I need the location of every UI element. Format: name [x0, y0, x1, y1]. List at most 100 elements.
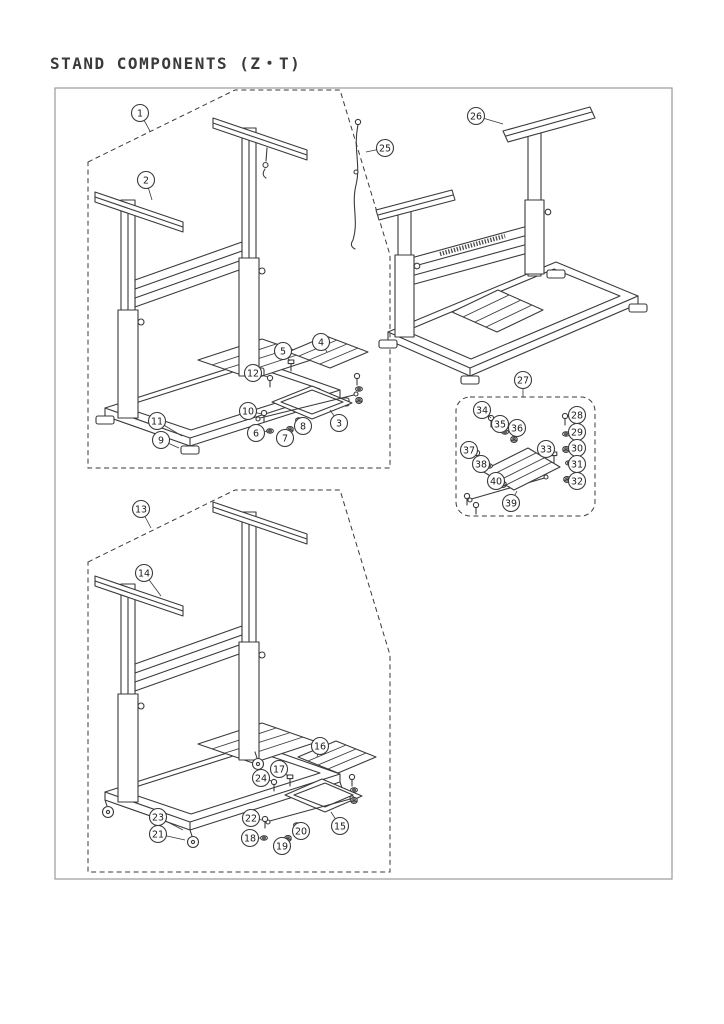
page-title: STAND COMPONENTS (Z・T) — [50, 54, 302, 73]
callout-31: 31 — [567, 454, 587, 474]
callout-14: 14 — [134, 563, 162, 597]
svg-text:31: 31 — [571, 459, 583, 470]
callout-19: 19 — [272, 836, 292, 856]
callout-25: 25 — [365, 138, 395, 158]
stand-z-boundary — [87, 89, 391, 469]
callout-17: 17 — [269, 759, 289, 779]
callout-38: 38 — [471, 454, 491, 474]
brand-plate-lettering — [439, 233, 506, 257]
callout-40: 40 — [486, 471, 506, 491]
svg-text:25: 25 — [379, 143, 391, 154]
screw-part — [353, 372, 361, 386]
pedal-hinge-rod — [255, 391, 359, 422]
callout-1: 1 — [130, 103, 151, 132]
callout-6: 6 — [246, 423, 269, 443]
callout-11: 11 — [147, 411, 183, 437]
svg-text:24: 24 — [255, 773, 267, 784]
svg-text:37: 37 — [463, 445, 475, 456]
nut-part — [355, 397, 363, 404]
pitman-rod-illustration — [350, 118, 362, 250]
callout-30: 30 — [567, 438, 587, 458]
svg-text:35: 35 — [494, 419, 506, 430]
svg-text:36: 36 — [511, 423, 523, 434]
callout-23: 23 — [148, 807, 184, 831]
washer-part — [350, 787, 358, 793]
callout-32: 32 — [567, 471, 587, 491]
callout-21: 21 — [148, 824, 186, 844]
screw-part — [348, 773, 356, 787]
screw-part — [472, 501, 480, 515]
cross-braces — [410, 225, 529, 286]
svg-text:21: 21 — [152, 829, 164, 840]
callout-29: 29 — [567, 422, 587, 442]
callout-10: 10 — [238, 401, 263, 421]
diagram-border — [54, 87, 673, 880]
callout-22: 22 — [241, 808, 263, 828]
svg-text:17: 17 — [273, 764, 285, 775]
left-leg-post — [394, 204, 421, 338]
callout-3: 3 — [329, 409, 349, 433]
callout-2: 2 — [136, 170, 156, 201]
stand-feet-pads — [378, 269, 648, 385]
assembled-stand-illustration — [375, 106, 648, 385]
svg-text:15: 15 — [334, 821, 346, 832]
pedal-kit-hinge-rod — [467, 474, 549, 503]
pedal-base-plate — [284, 778, 363, 813]
pedal-plate — [451, 289, 544, 333]
svg-text:18: 18 — [244, 833, 256, 844]
callout-34: 34 — [472, 400, 492, 420]
callout-12: 12 — [243, 363, 269, 383]
callout-26: 26 — [466, 106, 504, 126]
stand-t-illustration — [94, 501, 341, 831]
svg-text:22: 22 — [245, 813, 257, 824]
callout-9: 9 — [151, 430, 180, 450]
svg-text:33: 33 — [540, 444, 552, 455]
svg-text:7: 7 — [282, 433, 288, 444]
callout-20: 20 — [291, 821, 311, 841]
svg-text:26: 26 — [470, 111, 482, 122]
svg-text:1: 1 — [137, 108, 143, 119]
svg-text:9: 9 — [158, 435, 164, 446]
svg-text:3: 3 — [336, 418, 342, 429]
svg-text:23: 23 — [152, 812, 164, 823]
washer-part — [260, 835, 268, 841]
washer-part — [355, 386, 363, 392]
svg-text:27: 27 — [517, 375, 529, 386]
callout-18: 18 — [240, 828, 261, 848]
callout-28: 28 — [567, 405, 587, 425]
svg-text:10: 10 — [242, 406, 254, 417]
svg-text:13: 13 — [135, 504, 147, 515]
screw-part — [561, 412, 569, 426]
callout-4: 4 — [311, 332, 331, 353]
callout-16: 16 — [310, 736, 330, 758]
svg-text:29: 29 — [571, 427, 583, 438]
stand-t-boundary — [87, 489, 391, 873]
table-support-bracket — [502, 106, 596, 143]
callout-7: 7 — [275, 428, 295, 448]
svg-text:6: 6 — [253, 428, 259, 439]
chain-hook — [262, 147, 269, 179]
svg-text:12: 12 — [247, 368, 259, 379]
svg-text:40: 40 — [490, 476, 502, 487]
pedal-base-plate — [271, 385, 353, 420]
callout-15: 15 — [330, 811, 350, 836]
svg-text:4: 4 — [318, 337, 324, 348]
callout-5: 5 — [273, 341, 293, 362]
svg-text:38: 38 — [475, 459, 487, 470]
callout-13: 13 — [131, 499, 152, 529]
callout-8: 8 — [293, 416, 313, 436]
svg-text:5: 5 — [280, 346, 286, 357]
svg-text:32: 32 — [571, 476, 583, 487]
callout-24: 24 — [251, 768, 273, 788]
right-leg-post — [524, 125, 552, 277]
pedal-kit-boundary — [455, 396, 596, 517]
svg-text:8: 8 — [300, 421, 306, 432]
svg-text:30: 30 — [571, 443, 583, 454]
left-table-bracket — [375, 189, 456, 221]
callout-35: 35 — [490, 414, 510, 434]
callout-36: 36 — [507, 418, 527, 439]
callout-37: 37 — [459, 440, 479, 460]
